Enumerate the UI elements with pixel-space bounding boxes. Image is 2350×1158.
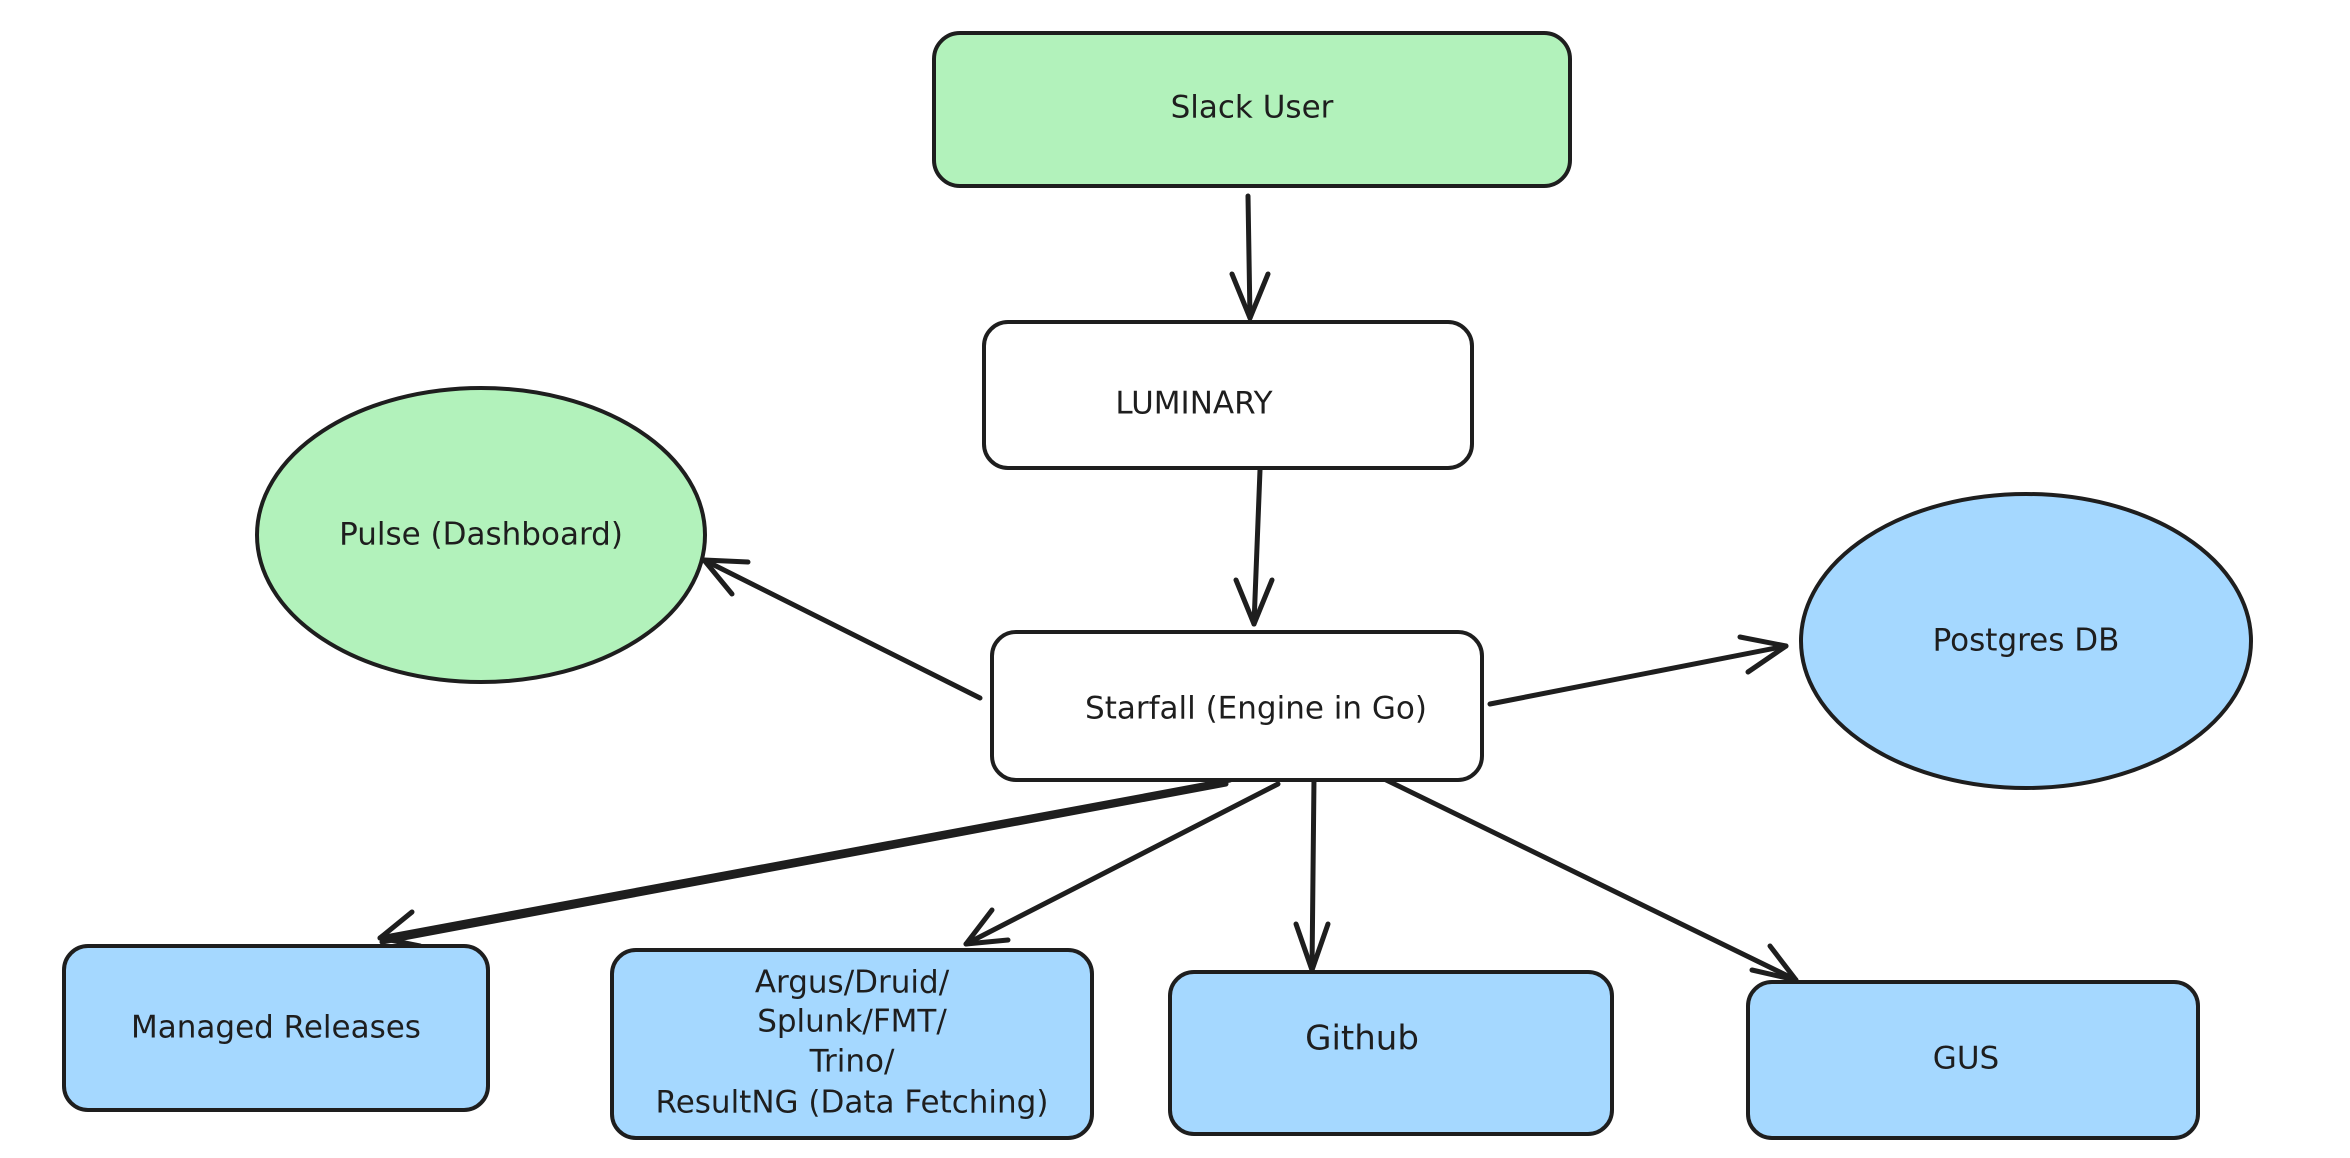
edges: [377, 193, 1799, 983]
node-label: LUMINARY: [1115, 386, 1272, 422]
edge-starfall-to-data-fetching: [963, 781, 1281, 947]
edge-starfall-to-postgres: [1487, 634, 1789, 707]
node-data-fetching[interactable]: Argus/Druid/ Splunk/FMT/ Trino/ ResultNG…: [610, 948, 1094, 1140]
node-luminary[interactable]: LUMINARY: [982, 320, 1474, 470]
node-label: Managed Releases: [131, 1010, 421, 1046]
edge-starfall-to-github: [1293, 775, 1331, 973]
node-label: Starfall (Engine in Go): [1085, 691, 1427, 727]
node-managed-releases[interactable]: Managed Releases: [62, 944, 490, 1112]
node-postgres-db[interactable]: Postgres DB: [1799, 492, 2253, 790]
node-label: Github: [1305, 1019, 1419, 1059]
node-label-line-2: Splunk/FMT/: [757, 1004, 947, 1040]
node-github[interactable]: Github: [1168, 970, 1614, 1136]
edge-starfall-to-pulse: [701, 557, 983, 701]
edge-starfall-to-managed-releases: [377, 777, 1233, 949]
node-label: Slack User: [1171, 90, 1334, 126]
node-gus[interactable]: GUS: [1746, 980, 2200, 1140]
edge-starfall-to-gus: [1375, 773, 1799, 983]
node-slack-user[interactable]: Slack User: [932, 31, 1572, 188]
node-label: Postgres DB: [1933, 623, 2120, 659]
edge-slack-user-to-luminary: [1229, 193, 1271, 321]
node-starfall[interactable]: Starfall (Engine in Go): [990, 630, 1484, 782]
node-label: Pulse (Dashboard): [339, 517, 623, 553]
edge-luminary-to-starfall: [1233, 467, 1275, 627]
node-pulse[interactable]: Pulse (Dashboard): [255, 386, 707, 684]
node-label: GUS: [1933, 1041, 1999, 1077]
node-label-line-1: Argus/Druid/: [755, 965, 950, 1001]
node-label-line-4: ResultNG (Data Fetching): [656, 1085, 1049, 1121]
node-label-line-3: Trino/: [809, 1044, 895, 1080]
